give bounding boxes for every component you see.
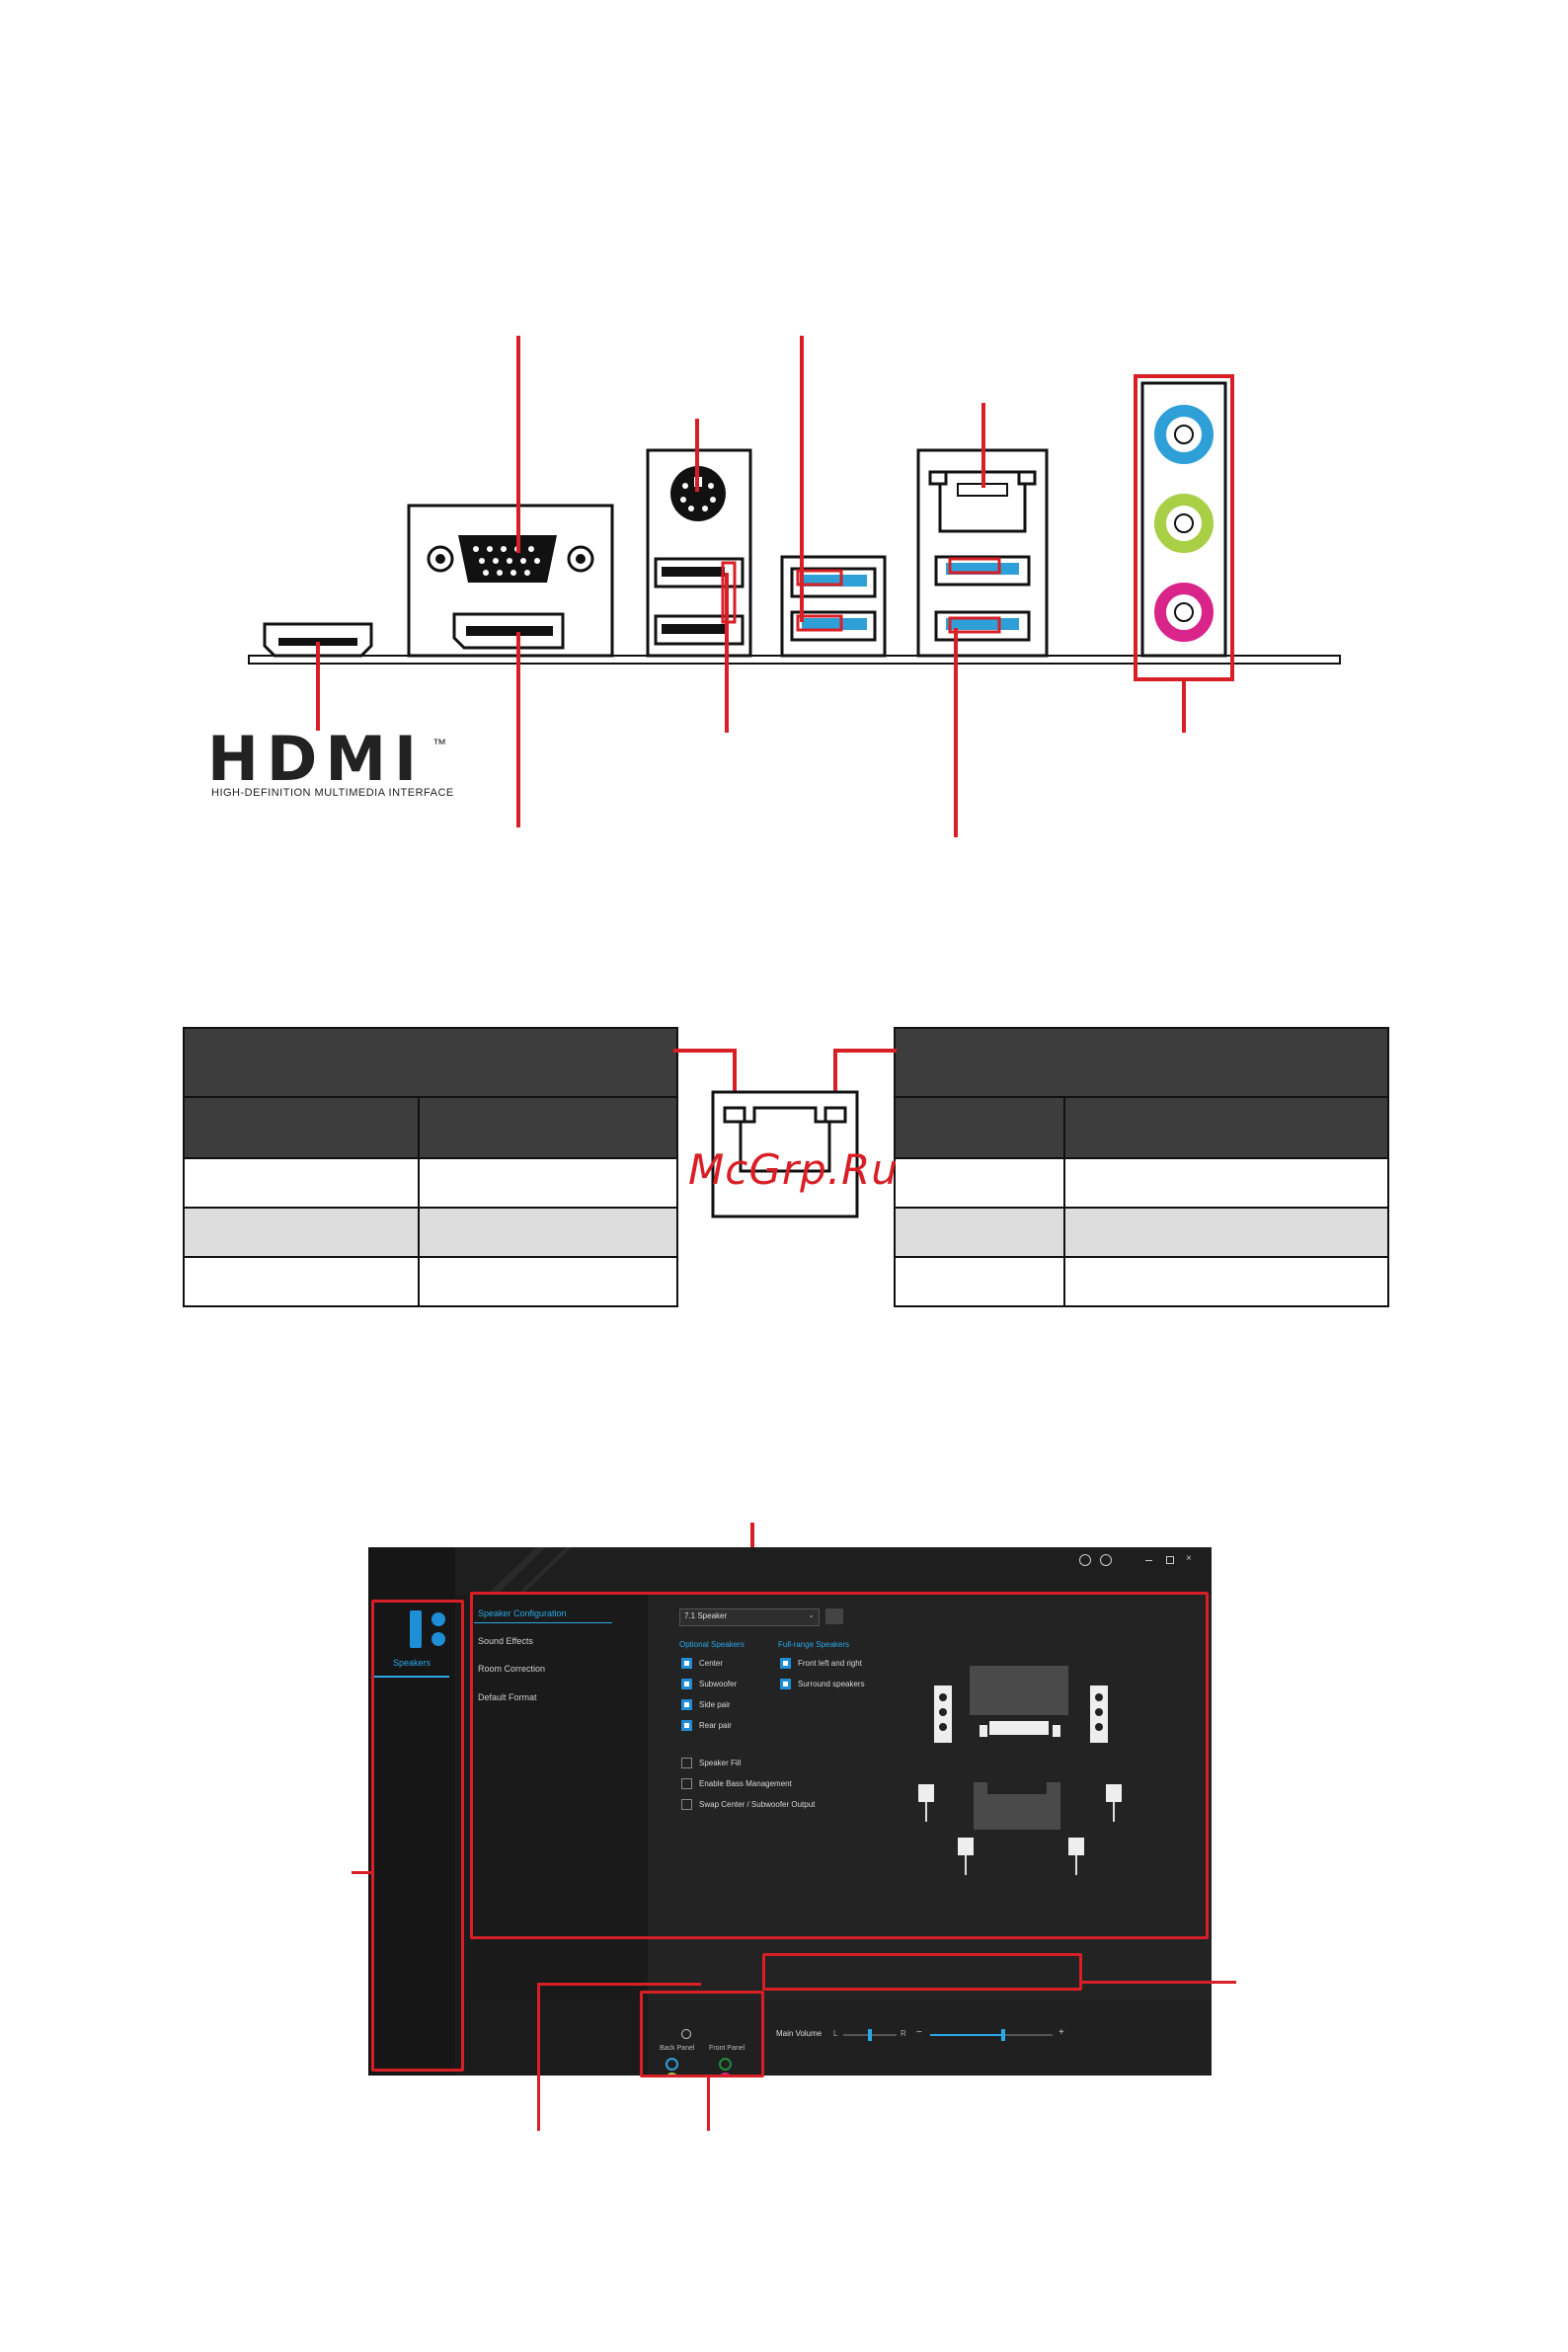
speakers-device-tile[interactable]: Speakers <box>374 1601 449 1680</box>
bass-management-checkbox[interactable] <box>681 1778 692 1789</box>
settings-menu: Speaker Configuration Sound Effects Room… <box>470 1595 648 2001</box>
test-play-button[interactable] <box>825 1608 843 1624</box>
menu-sound-effects[interactable]: Sound Effects <box>478 1636 533 1646</box>
speakers-label: Speakers <box>392 1658 431 1668</box>
table-row <box>896 1256 1387 1305</box>
table-row <box>896 1157 1387 1207</box>
table-row <box>185 1157 676 1207</box>
check-icon <box>431 1612 445 1626</box>
lan-port-illustration <box>673 1049 897 1218</box>
ps2-port <box>670 466 726 521</box>
volume-slider-knob[interactable] <box>1001 2029 1006 2041</box>
speaker-config-select[interactable]: 7.1 Speaker ⌄ <box>679 1608 820 1626</box>
table-row <box>185 1256 676 1305</box>
jack-front-green-icon[interactable] <box>719 2058 732 2071</box>
speaker-fill-checkbox[interactable] <box>681 1758 692 1768</box>
mic-icon <box>431 1632 445 1646</box>
minimize-icon[interactable] <box>1145 1560 1152 1561</box>
bottom-bar: Back Panel Front Panel Main Volume L R −… <box>648 2001 1212 2076</box>
back-panel-label: Back Panel <box>660 2045 695 2052</box>
subwoofer-checkbox[interactable] <box>681 1679 692 1689</box>
watermark: McGrp.Ru <box>688 1145 899 1194</box>
io-panel-diagram: HDMI ™ HIGH-DEFINITION MULTIMEDIA INTERF… <box>207 336 1341 837</box>
menu-room-correction[interactable]: Room Correction <box>478 1664 546 1674</box>
maximize-icon[interactable] <box>1166 1556 1174 1564</box>
center-checkbox[interactable] <box>681 1658 692 1669</box>
globe-icon[interactable] <box>1100 1554 1112 1566</box>
chevron-down-icon: ⌄ <box>808 1610 815 1619</box>
front-lr-checkbox[interactable] <box>780 1658 791 1669</box>
volume-down-icon[interactable]: − <box>916 2027 922 2038</box>
surround-checkbox[interactable] <box>780 1679 791 1689</box>
volume-up-icon[interactable]: + <box>1058 2027 1064 2038</box>
balance-slider[interactable] <box>843 2029 897 2041</box>
main-volume-label: Main Volume <box>776 2029 823 2038</box>
audio-jack-mic-in <box>1154 583 1214 642</box>
audio-jack-line-out <box>1154 494 1214 553</box>
rear-pair-checkbox[interactable] <box>681 1720 692 1731</box>
lan-link-led-table <box>183 1027 678 1307</box>
front-panel-label: Front Panel <box>709 2045 745 2052</box>
sidebar-callout-box <box>371 1600 464 2072</box>
close-icon[interactable]: × <box>1186 1553 1192 1564</box>
led-table-title <box>185 1029 676 1098</box>
fullrange-speakers-title: Full-range Speakers <box>778 1640 850 1649</box>
speaker-layout-illustration <box>918 1666 1122 1875</box>
menu-default-format[interactable]: Default Format <box>478 1692 537 1702</box>
table-row <box>185 1207 676 1256</box>
side-pair-checkbox[interactable] <box>681 1699 692 1710</box>
jack-callout-box <box>640 1991 764 2078</box>
audio-app-window: msi × Speakers Speaker Configuration Sou… <box>368 1547 1212 2076</box>
hdmi-logo: HDMI ™ HIGH-DEFINITION MULTIMEDIA INTERF… <box>207 723 454 799</box>
svg-text:™: ™ <box>432 736 446 751</box>
table-row <box>896 1207 1387 1256</box>
device-sidebar: Speakers <box>368 1547 455 2076</box>
led-table-title <box>896 1029 1387 1098</box>
svg-text:HIGH-DEFINITION MULTIMEDIA INT: HIGH-DEFINITION MULTIMEDIA INTERFACE <box>211 787 454 799</box>
balance-slider-knob[interactable] <box>868 2029 872 2041</box>
svg-text:HDMI: HDMI <box>207 723 425 795</box>
lan-speed-led-table <box>894 1027 1389 1307</box>
optional-speakers-title: Optional Speakers <box>679 1640 745 1649</box>
volume-callout-box <box>762 1953 1082 1991</box>
speaker-config-panel: 7.1 Speaker ⌄ Optional Speakers Full-ran… <box>648 1595 1212 2001</box>
jack-icon <box>410 1610 422 1648</box>
config-callout-box <box>470 1592 1209 1939</box>
title-bar: msi × <box>368 1547 1212 1595</box>
jack-settings-icon[interactable] <box>681 2029 691 2039</box>
volume-slider[interactable] <box>930 2029 1053 2041</box>
audio-jack-line-in <box>1154 405 1214 464</box>
menu-speaker-configuration[interactable]: Speaker Configuration <box>478 1608 567 1618</box>
jack-blue-icon[interactable] <box>666 2058 678 2071</box>
info-icon[interactable] <box>1079 1554 1091 1566</box>
swap-center-sub-checkbox[interactable] <box>681 1799 692 1810</box>
